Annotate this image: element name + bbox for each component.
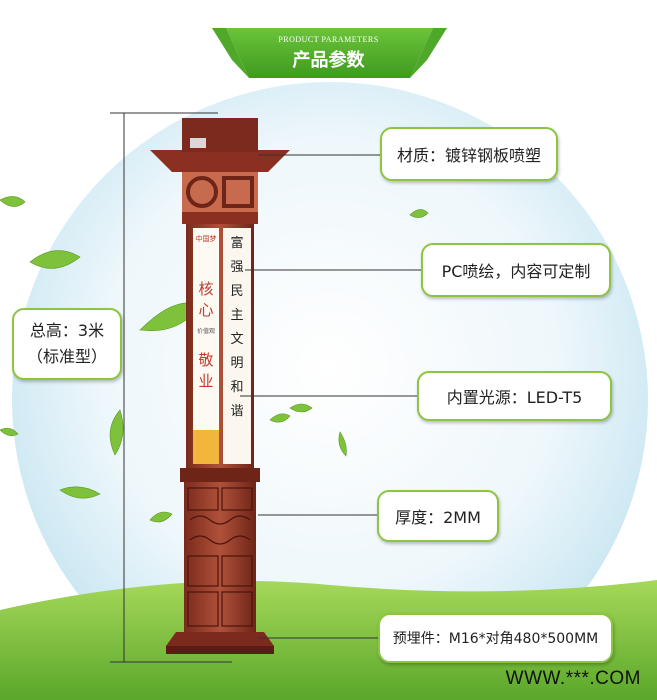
thickness-callout: 厚度：2MM bbox=[377, 490, 499, 542]
leader-lines bbox=[240, 154, 421, 639]
panel-sub-text: 价值观 bbox=[196, 328, 215, 335]
light-source-callout: 内置光源：LED-T5 bbox=[417, 371, 612, 421]
height-value: 总高：3米 bbox=[29, 321, 105, 340]
panel-char: 民 bbox=[230, 284, 244, 299]
panel-char: 主 bbox=[230, 308, 244, 323]
watermark: WWW.***.COM bbox=[505, 668, 641, 689]
lamp-pole bbox=[150, 118, 290, 654]
panel-char: 文 bbox=[230, 332, 244, 347]
panel-char: 核 bbox=[198, 280, 214, 298]
leaves bbox=[0, 196, 429, 523]
panel-left-text: 中国梦 核 心 价值观 敬 业 bbox=[193, 232, 219, 391]
pc-print-callout: PC喷绘，内容可定制 bbox=[421, 243, 611, 297]
panel-char: 心 bbox=[198, 301, 214, 319]
panel-char: 业 bbox=[198, 372, 214, 390]
sky-circle bbox=[12, 82, 648, 700]
panel-char: 谐 bbox=[230, 404, 244, 419]
panel-char: 明 bbox=[230, 356, 244, 371]
panel-char: 和 bbox=[230, 380, 244, 395]
header-title: 产品参数 bbox=[292, 50, 365, 71]
embedded-part-callout: 预埋件：M16*对角480*500MM bbox=[378, 613, 613, 663]
panel-right-text: 富 强 民 主 文 明 和 谐 bbox=[226, 232, 248, 424]
header-ribbon bbox=[212, 28, 447, 78]
height-dimension bbox=[110, 112, 232, 663]
panel-char: 敬 bbox=[198, 351, 214, 369]
panel-char: 富 bbox=[230, 236, 244, 251]
height-callout: 总高：3米 （标准型） bbox=[12, 308, 122, 380]
panel-small-label: 中国梦 bbox=[195, 235, 217, 243]
height-type: （标准型） bbox=[26, 347, 107, 366]
grass-hill bbox=[0, 580, 657, 700]
material-callout: 材质：镀锌钢板喷塑 bbox=[380, 127, 558, 181]
panel-char: 强 bbox=[230, 260, 244, 275]
header-subtitle: PRODUCT PARAMETERS bbox=[278, 35, 379, 44]
